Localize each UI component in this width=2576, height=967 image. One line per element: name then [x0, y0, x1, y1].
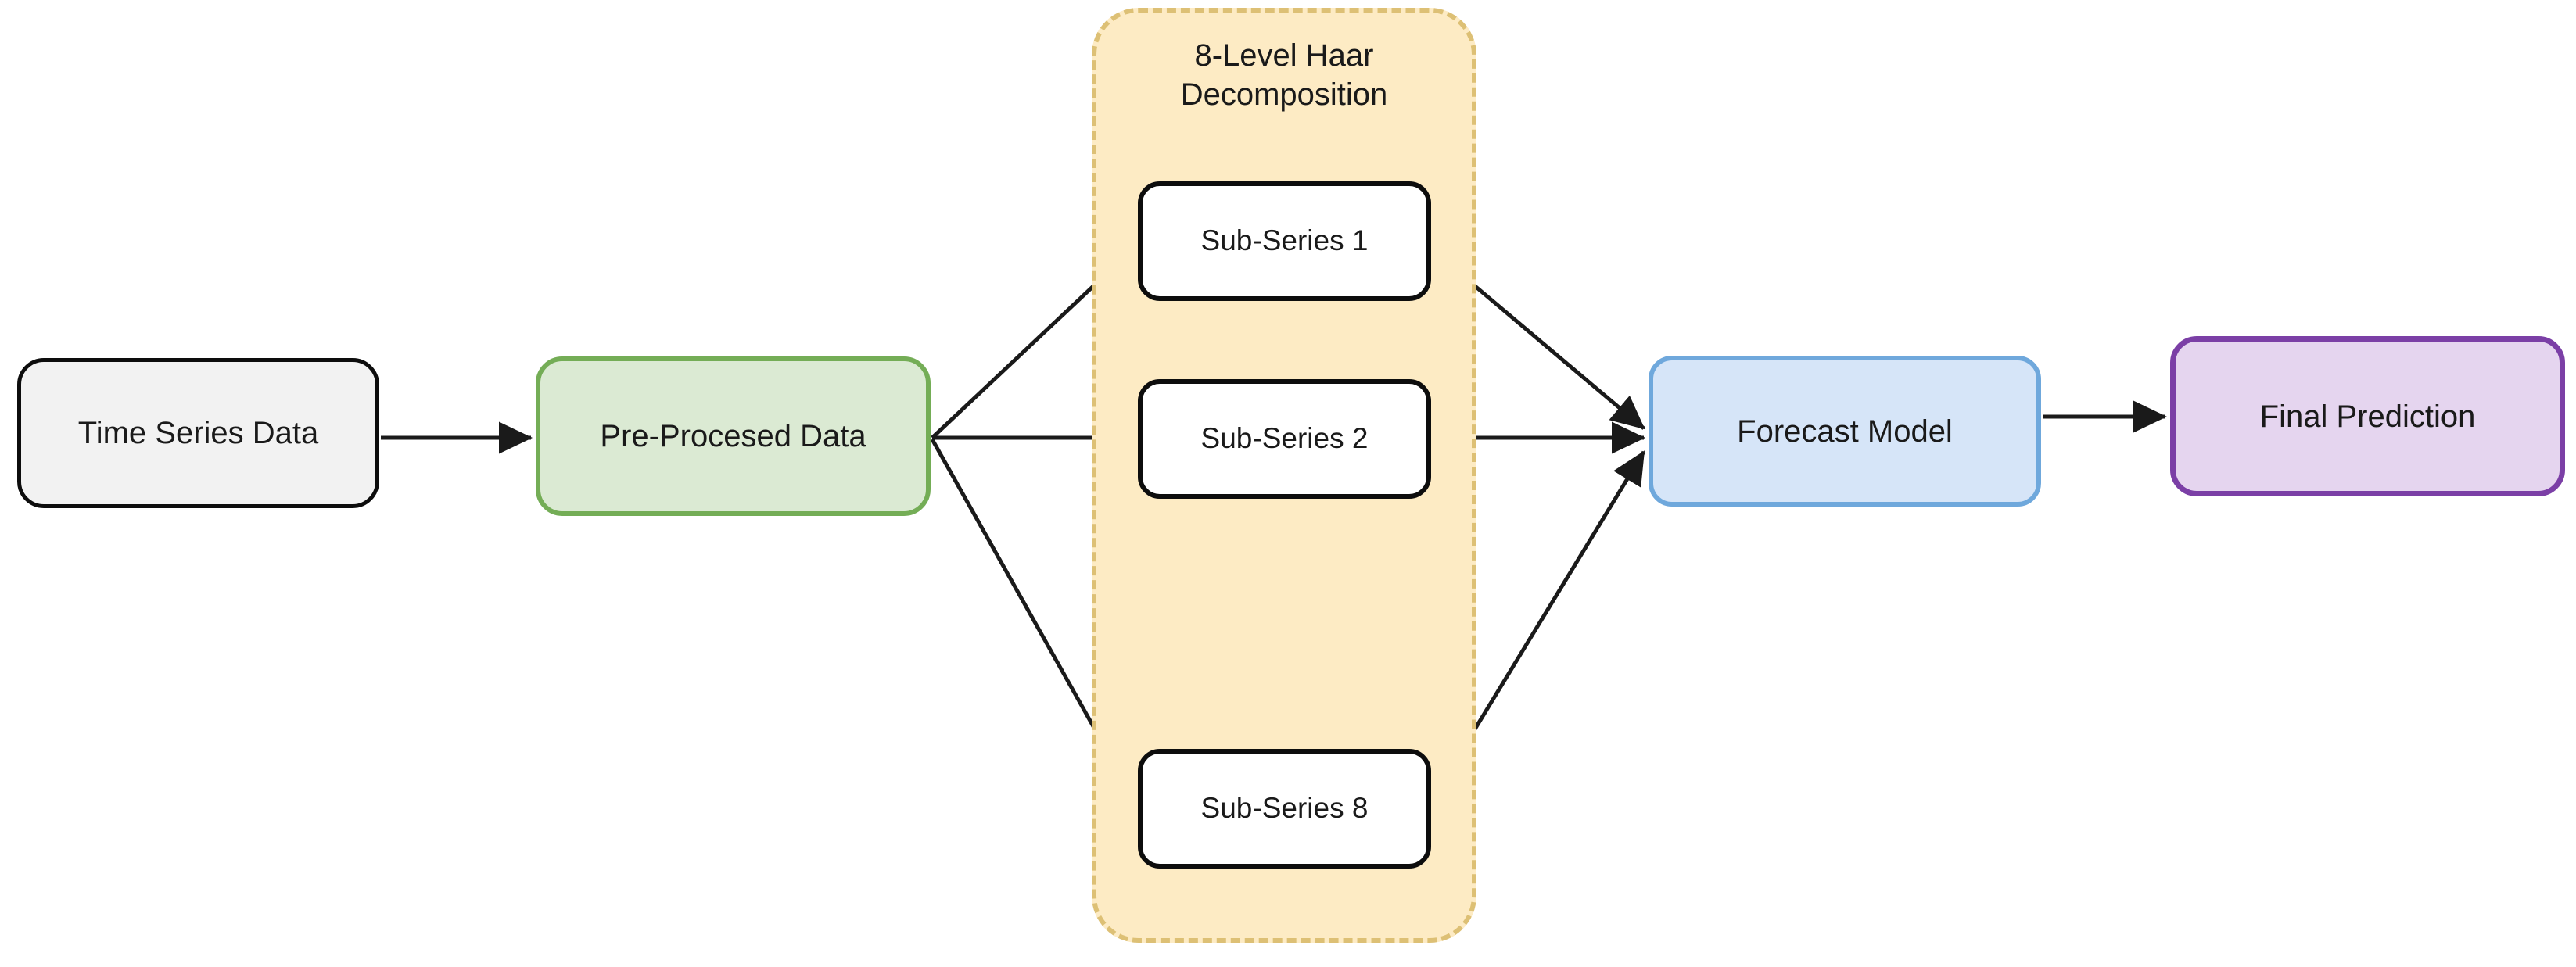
node-sub-series-1-label: Sub-Series 1 [1200, 224, 1369, 257]
node-sub-series-8[interactable]: Sub-Series 8 [1138, 749, 1431, 869]
node-final-prediction-label: Final Prediction [2259, 399, 2476, 434]
node-sub-series-2-label: Sub-Series 2 [1200, 422, 1369, 455]
node-final-prediction[interactable]: Final Prediction [2170, 336, 2565, 496]
node-forecast-model[interactable]: Forecast Model [1649, 356, 2041, 507]
node-time-series-data[interactable]: Time Series Data [17, 358, 379, 508]
node-forecast-model-label: Forecast Model [1737, 414, 1953, 449]
node-time-series-data-label: Time Series Data [77, 416, 319, 450]
haar-decomposition-group-label: 8-Level Haar Decomposition [1180, 38, 1388, 112]
node-pre-processed-data[interactable]: Pre-Procesed Data [536, 356, 931, 516]
node-sub-series-1[interactable]: Sub-Series 1 [1138, 181, 1431, 301]
node-pre-processed-data-label: Pre-Procesed Data [600, 419, 866, 453]
node-sub-series-8-label: Sub-Series 8 [1200, 792, 1369, 825]
node-sub-series-2[interactable]: Sub-Series 2 [1138, 379, 1431, 499]
